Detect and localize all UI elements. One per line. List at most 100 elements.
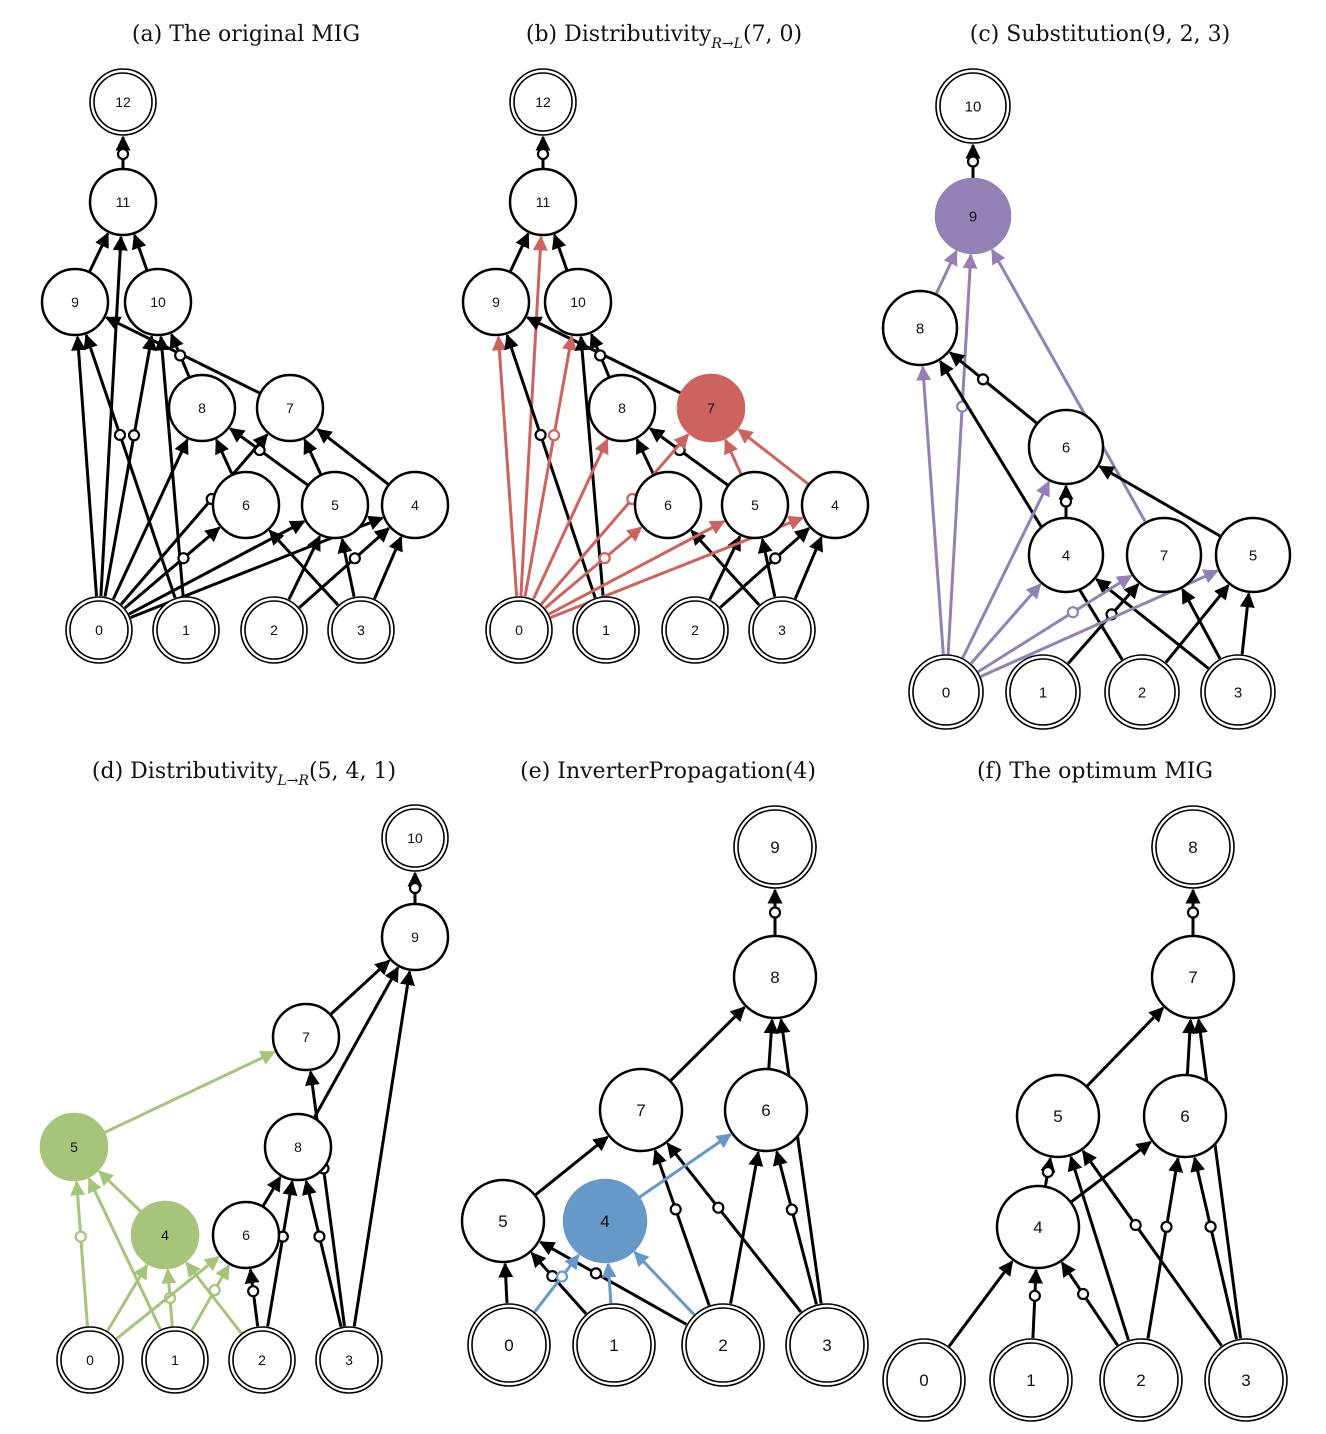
edge-line bbox=[652, 1149, 711, 1306]
edge-line bbox=[509, 232, 530, 272]
inverter-bubble bbox=[768, 906, 782, 919]
edge-2-to-4 bbox=[298, 527, 390, 609]
node-circle bbox=[380, 470, 450, 540]
edge-5-to-7 bbox=[1086, 1006, 1165, 1087]
node-0: 0 bbox=[908, 654, 984, 730]
edge-4-to-6 bbox=[638, 1133, 732, 1199]
node-label: 12 bbox=[115, 94, 131, 110]
node-label: 0 bbox=[942, 684, 950, 701]
edge-2-to-5 bbox=[708, 535, 742, 600]
edge-line bbox=[1027, 1268, 1043, 1339]
edge-line bbox=[519, 235, 548, 597]
edge-line bbox=[215, 438, 234, 475]
edge-line bbox=[70, 1180, 89, 1327]
node-label: 1 bbox=[182, 622, 190, 638]
node-3: 3 bbox=[327, 596, 395, 664]
edge-line bbox=[757, 537, 777, 598]
edge-4-to-6 bbox=[1058, 484, 1074, 517]
panel-c-title: (c) Substitution(9, 2, 3) bbox=[970, 22, 1230, 47]
edge-2-to-4 bbox=[633, 1251, 696, 1316]
node-12: 12 bbox=[509, 68, 577, 136]
node-inner-ring bbox=[60, 1330, 120, 1390]
edge-line bbox=[111, 438, 189, 600]
node-label: 10 bbox=[150, 294, 166, 310]
inverter-bubble bbox=[598, 552, 611, 565]
node-inner-ring bbox=[939, 72, 1007, 140]
inverter-bubble bbox=[534, 428, 547, 442]
edge-2-to-5 bbox=[1067, 1155, 1130, 1341]
edge-0-to-5 bbox=[498, 1262, 514, 1304]
node-inner-ring bbox=[1204, 658, 1272, 726]
node-1: 1 bbox=[572, 596, 640, 664]
node-inner-ring bbox=[93, 72, 153, 132]
node-2: 2 bbox=[228, 1326, 296, 1394]
edge-4-to-5 bbox=[1040, 1156, 1056, 1186]
edges-layer bbox=[947, 888, 1243, 1348]
edge-line bbox=[969, 583, 1042, 665]
inverter-bubble bbox=[177, 552, 190, 565]
node-7: 7 bbox=[271, 1002, 341, 1072]
node-inner-ring bbox=[244, 600, 304, 660]
node-circle bbox=[995, 1184, 1081, 1270]
edge-9-to-10 bbox=[407, 871, 423, 903]
node-10: 10 bbox=[123, 267, 193, 337]
node-label: 2 bbox=[270, 622, 278, 638]
edge-0-to-6 bbox=[961, 480, 1051, 659]
node-label: 6 bbox=[664, 497, 672, 513]
node-circle bbox=[211, 1200, 281, 1270]
node-5: 5 bbox=[1015, 1073, 1101, 1159]
edge-3-to-7 bbox=[1192, 1018, 1243, 1339]
node-1: 1 bbox=[152, 596, 220, 664]
edge-8-to-10 bbox=[589, 332, 611, 378]
node-label: 0 bbox=[86, 1352, 94, 1368]
edge-line bbox=[1095, 578, 1210, 670]
edge-line bbox=[533, 1253, 580, 1313]
node-label: 2 bbox=[1138, 684, 1146, 701]
edge-line bbox=[98, 1170, 142, 1213]
node-2: 2 bbox=[240, 596, 308, 664]
edge-line bbox=[1086, 1006, 1165, 1087]
node-inner-ring bbox=[489, 600, 549, 660]
node-2: 2 bbox=[1104, 654, 1180, 730]
node-3: 3 bbox=[1200, 654, 1276, 730]
edge-4-to-7 bbox=[316, 428, 390, 486]
edge-2-to-6 bbox=[1146, 1156, 1184, 1339]
edge-line bbox=[551, 233, 569, 271]
inverter-bubble bbox=[769, 552, 782, 565]
node-inner-ring bbox=[886, 1342, 962, 1418]
node-1: 1 bbox=[1005, 654, 1081, 730]
inverter-bubble bbox=[348, 552, 361, 565]
node-circle bbox=[508, 167, 578, 237]
inverter-bubble bbox=[174, 349, 187, 362]
node-4: 4 bbox=[380, 470, 450, 540]
edge-0-to-4 bbox=[969, 583, 1042, 665]
node-8: 8 bbox=[587, 373, 657, 443]
edge-0-to-9 bbox=[491, 335, 519, 597]
node-label: 9 bbox=[492, 294, 500, 310]
node-circle bbox=[598, 1067, 684, 1153]
edge-2-to-4 bbox=[1060, 1261, 1119, 1346]
edge-line bbox=[540, 433, 690, 606]
node-label: 9 bbox=[969, 208, 977, 225]
node-circle bbox=[800, 470, 870, 540]
edge-3-to-4 bbox=[1095, 578, 1210, 670]
edge-line bbox=[1239, 592, 1255, 655]
node-circle bbox=[460, 1178, 546, 1264]
edge-7-to-8 bbox=[669, 1006, 746, 1082]
edge-line bbox=[638, 1133, 732, 1199]
node-label: 0 bbox=[515, 622, 523, 638]
node-inner-ring bbox=[385, 808, 445, 868]
node-label: 4 bbox=[600, 1212, 609, 1231]
node-circle bbox=[167, 373, 237, 443]
edge-line bbox=[154, 335, 185, 597]
node-circle bbox=[461, 267, 531, 337]
node-circle bbox=[543, 267, 613, 337]
node-6: 6 bbox=[211, 1200, 281, 1270]
edge-1-to-5 bbox=[87, 1177, 162, 1330]
edge-3-to-7 bbox=[666, 1142, 803, 1313]
